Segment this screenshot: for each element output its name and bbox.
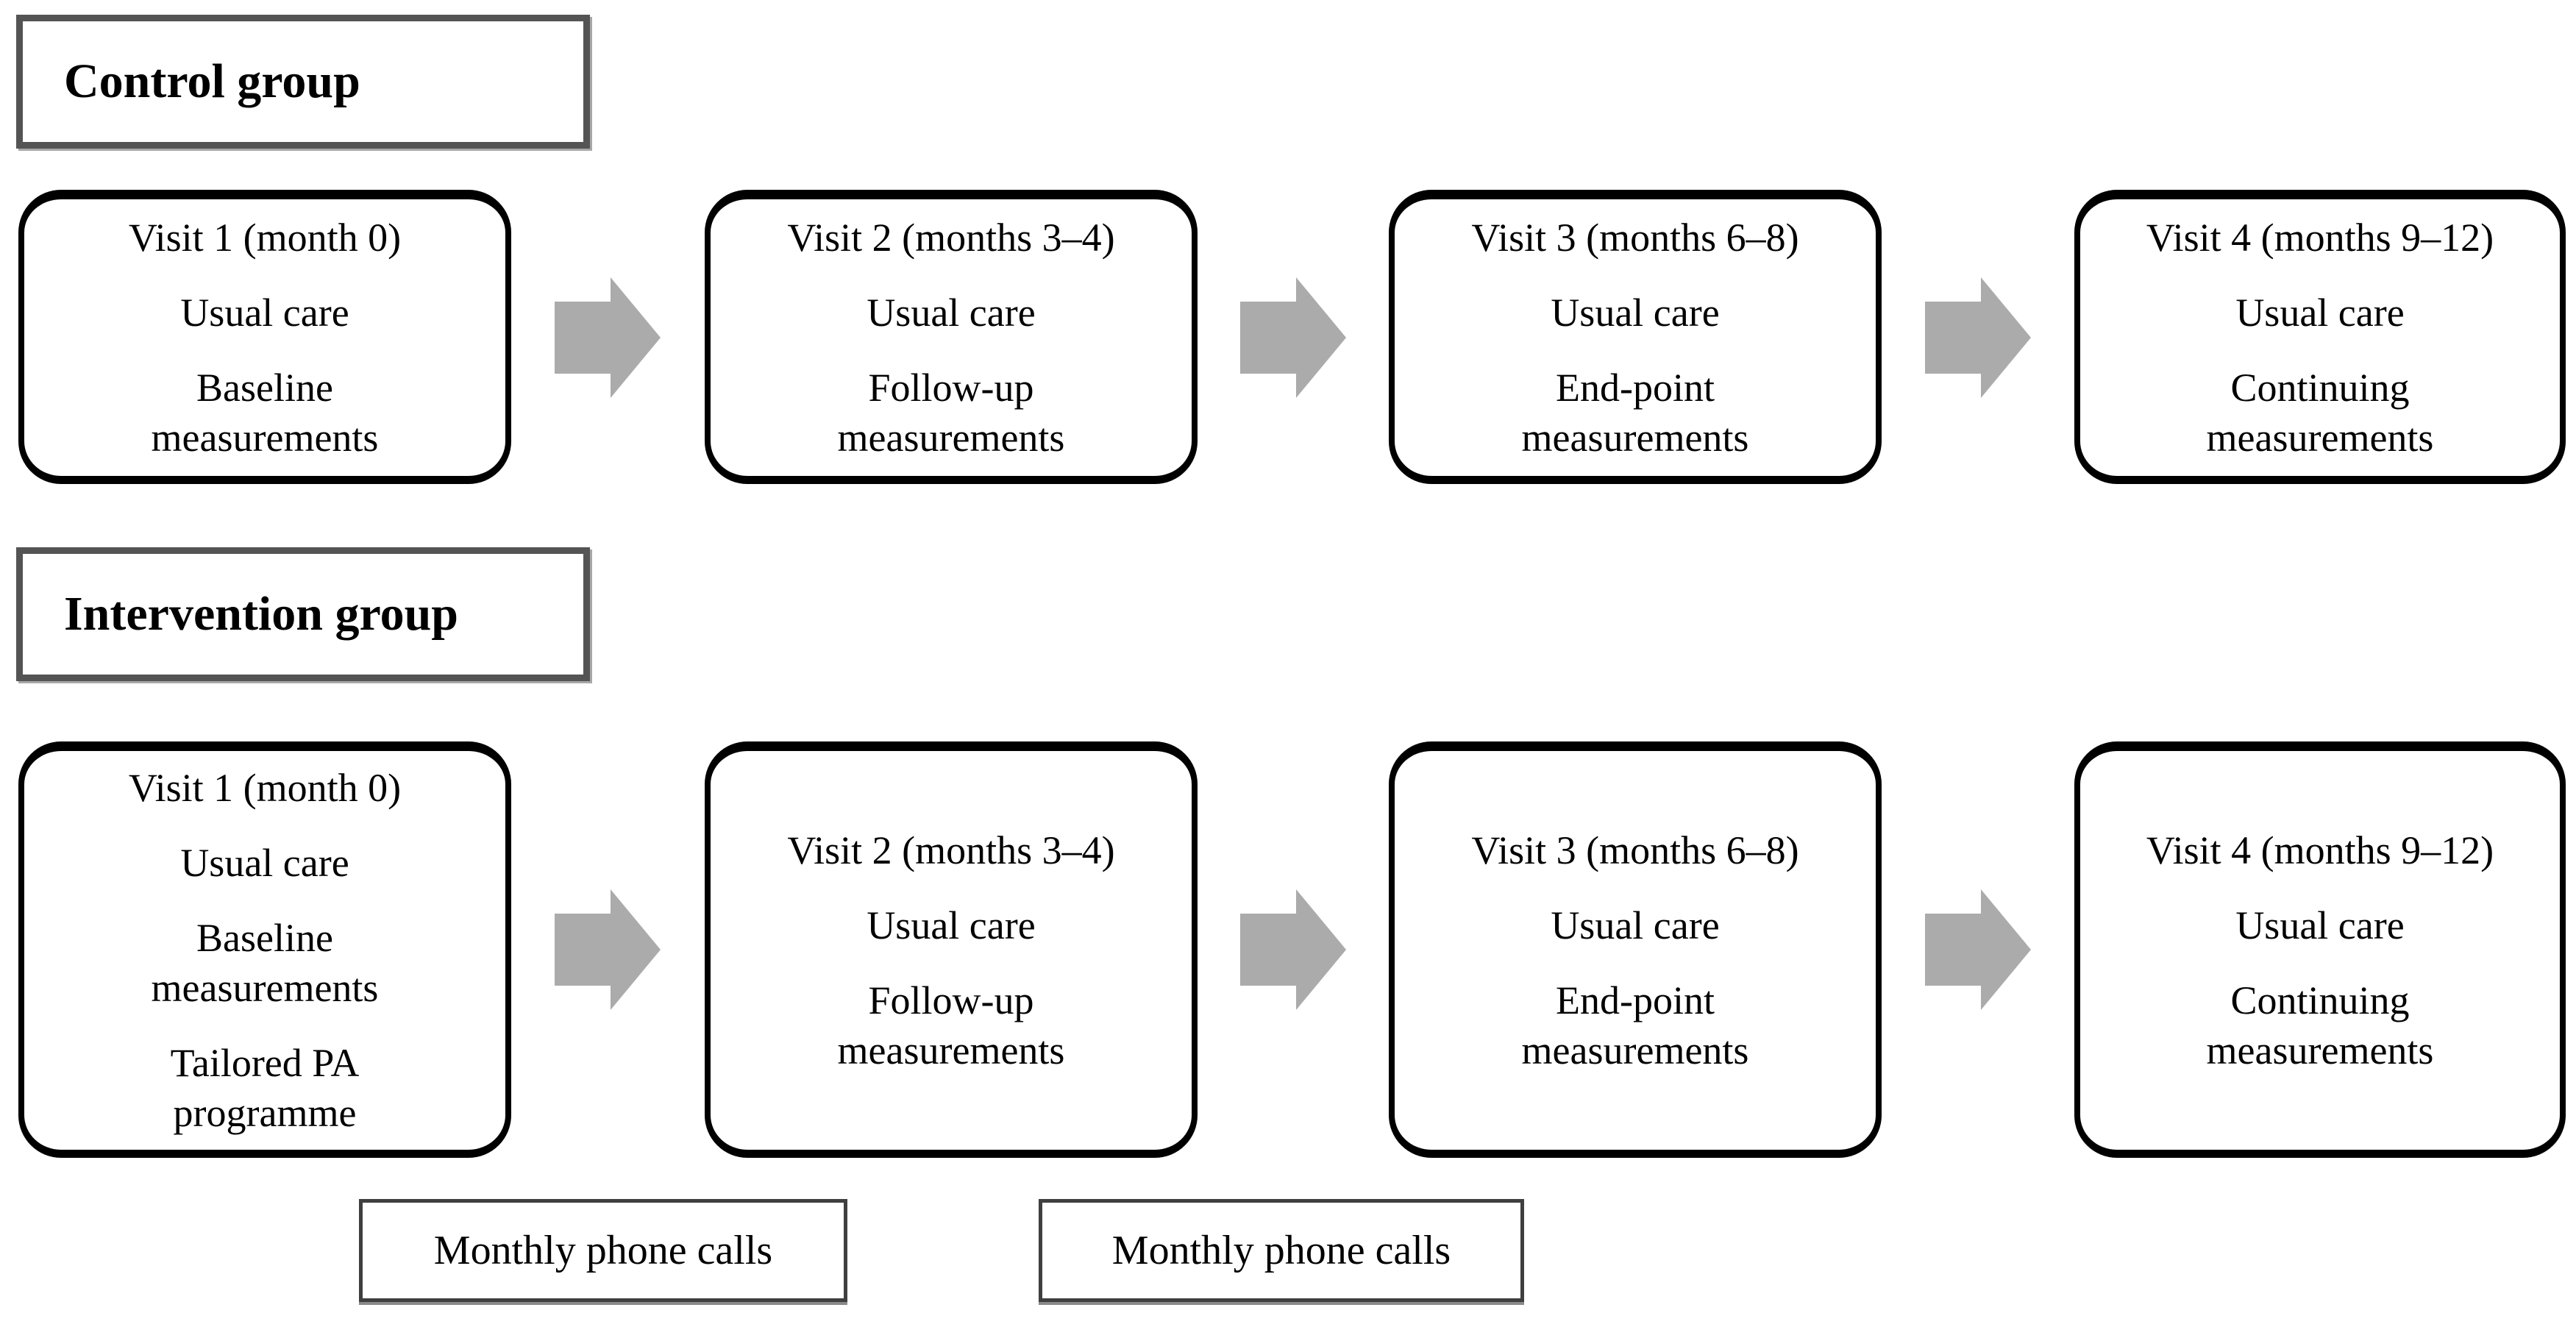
visit-item: Usual care [180,290,349,335]
control-visit-4-box: Visit 4 (months 9–12) Usual care Continu… [2074,190,2566,484]
visit-title: Visit 2 (months 3–4) [787,828,1115,872]
visit-item: Continuing measurements [2206,366,2434,460]
right-arrow-icon [555,889,661,1010]
visit-item: Continuing measurements [2206,978,2434,1073]
visit-item: Usual care [2235,903,2405,947]
visit-title: Visit 1 (month 0) [128,765,402,810]
visit-item: Usual care [867,290,1036,335]
intervention-visit-2-box: Visit 2 (months 3–4) Usual care Follow-u… [705,741,1198,1158]
control-group-label-box: Control group [16,15,590,149]
intervention-group-label-box: Intervention group [16,547,590,681]
monthly-phone-calls-label: Monthly phone calls [1111,1228,1451,1273]
visit-item: End-point measurements [1521,978,1749,1073]
intervention-visit-1-box: Visit 1 (month 0) Usual care Baseline me… [18,741,511,1158]
right-arrow-icon [1925,277,2031,398]
visit-item: Usual care [180,840,349,885]
intervention-group-label: Intervention group [64,587,458,641]
monthly-phone-calls-box-2: Monthly phone calls [1039,1199,1524,1302]
visit-item: Usual care [1551,290,1720,335]
visit-item: Usual care [1551,903,1720,947]
right-arrow-icon [1240,277,1346,398]
right-arrow-icon [1240,889,1346,1010]
right-arrow-icon [555,277,661,398]
visit-title: Visit 4 (months 9–12) [2146,215,2494,260]
visit-title: Visit 2 (months 3–4) [787,215,1115,260]
visit-item: Usual care [2235,290,2405,335]
monthly-phone-calls-box-1: Monthly phone calls [359,1199,847,1302]
visit-item: Follow-up measurements [837,978,1065,1073]
control-visit-2-box: Visit 2 (months 3–4) Usual care Follow-u… [705,190,1198,484]
visit-title: Visit 1 (month 0) [128,215,402,260]
visit-item: Baseline measurements [151,915,379,1010]
visit-item: Usual care [867,903,1036,947]
visit-title: Visit 3 (months 6–8) [1471,215,1799,260]
monthly-phone-calls-label: Monthly phone calls [433,1228,773,1273]
visit-item: End-point measurements [1521,366,1749,460]
intervention-visit-3-box: Visit 3 (months 6–8) Usual care End-poin… [1389,741,1882,1158]
intervention-visit-4-box: Visit 4 (months 9–12) Usual care Continu… [2074,741,2566,1158]
visit-item: Follow-up measurements [837,366,1065,460]
control-group-label: Control group [64,54,360,108]
control-visit-1-box: Visit 1 (month 0) Usual care Baseline me… [18,190,511,484]
visit-title: Visit 3 (months 6–8) [1471,828,1799,872]
visit-item: Baseline measurements [151,366,379,460]
right-arrow-icon [1925,889,2031,1010]
visit-title: Visit 4 (months 9–12) [2146,828,2494,872]
visit-item: Tailored PA programme [170,1041,360,1136]
control-visit-3-box: Visit 3 (months 6–8) Usual care End-poin… [1389,190,1882,484]
